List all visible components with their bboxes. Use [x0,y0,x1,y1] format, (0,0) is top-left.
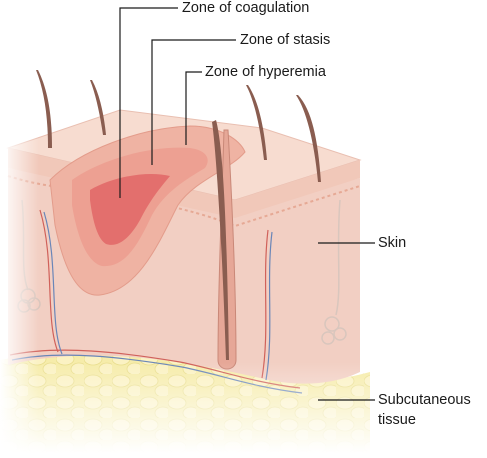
label-zone-coagulation: Zone of coagulation [182,0,310,16]
leader-stasis [151,39,236,165]
leader-lines [119,7,375,401]
label-zone-stasis: Zone of stasis [240,32,331,48]
leader-coagulation [119,7,178,198]
label-subcutaneous-line1: Subcutaneous [378,392,471,408]
label-subcutaneous-line2: tissue [378,412,416,428]
leader-hyperemia [185,71,202,145]
label-zone-hyperemia: Zone of hyperemia [205,64,326,80]
label-skin: Skin [378,235,407,251]
